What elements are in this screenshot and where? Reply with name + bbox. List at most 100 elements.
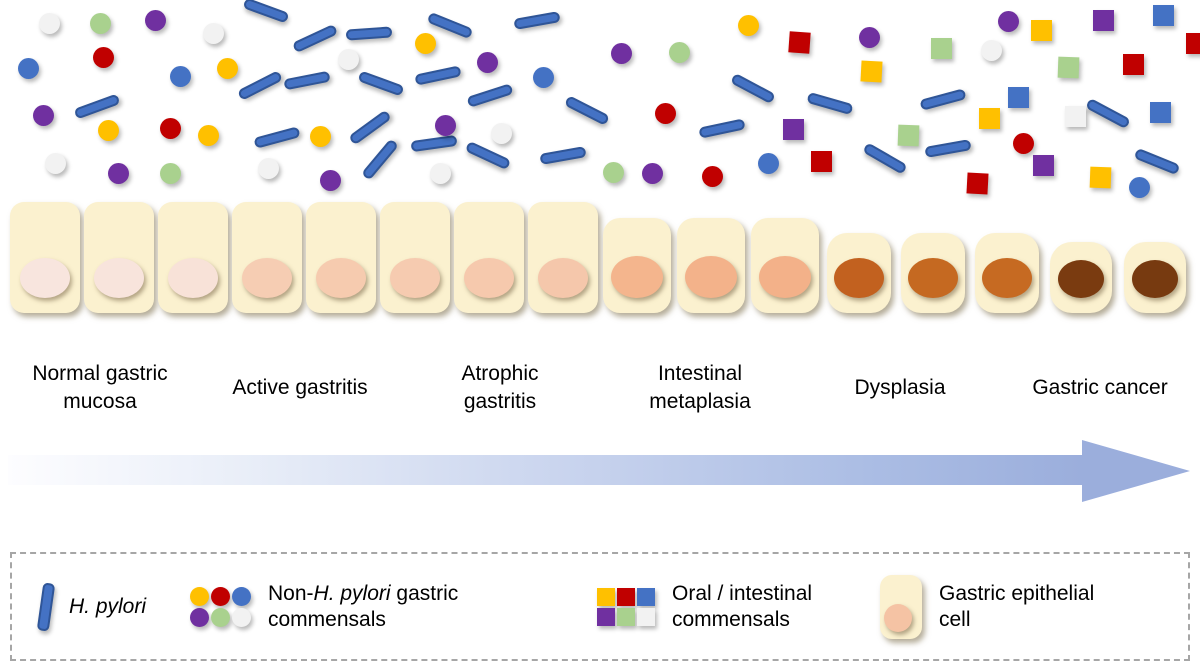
progression-arrow-head-icon bbox=[1082, 440, 1190, 502]
epithelial-cell bbox=[975, 233, 1039, 313]
h-pylori-rod-icon bbox=[466, 83, 514, 108]
cell-nucleus bbox=[759, 256, 811, 298]
stage-label-line: Dysplasia bbox=[854, 376, 946, 399]
legend-swatch-purple bbox=[597, 607, 615, 626]
gastric-commensal-circle-icon bbox=[1013, 133, 1034, 154]
gastric-commensal-circle-icon bbox=[160, 118, 181, 139]
oral-intestinal-commensal-square-icon bbox=[1065, 106, 1086, 127]
stage-label-line: gastritis bbox=[463, 390, 537, 413]
legend-item: Gastric epithelial cell bbox=[880, 574, 1124, 639]
h-pylori-rod-icon bbox=[539, 146, 587, 165]
oral-intestinal-commensal-square-icon bbox=[1031, 20, 1052, 41]
oral-intestinal-commensal-square-icon bbox=[783, 119, 804, 140]
stage-label: Gastric cancer bbox=[1000, 356, 1200, 420]
epithelial-cell bbox=[306, 202, 376, 313]
epithelial-cell-slot bbox=[526, 202, 600, 313]
gastric-commensal-circle-icon bbox=[758, 153, 779, 174]
h-pylori-rod-icon bbox=[237, 70, 283, 101]
epithelial-cell-slot bbox=[970, 202, 1044, 313]
gastric-commensal-circle-icon bbox=[145, 10, 166, 31]
epithelial-cell bbox=[10, 202, 80, 313]
stage-label-line: Active gastritis bbox=[232, 376, 368, 399]
epithelial-cell bbox=[1124, 242, 1186, 313]
legend-swatch-gold bbox=[597, 587, 615, 606]
h-pylori-rod-icon bbox=[730, 72, 776, 105]
progression-arrow bbox=[8, 440, 1190, 502]
legend-swatch-red bbox=[211, 586, 230, 606]
cell-nucleus bbox=[1058, 260, 1104, 298]
epithelial-cell-slot bbox=[452, 202, 526, 313]
cell-nucleus bbox=[908, 258, 958, 298]
legend-swatch-blue bbox=[637, 587, 655, 606]
epithelial-cell-slot bbox=[674, 202, 748, 313]
stage-label: Dysplasia bbox=[800, 356, 1000, 420]
stage-label-line: metaplasia bbox=[649, 390, 751, 413]
cell-nucleus bbox=[834, 258, 884, 298]
legend-label: Oral / intestinal commensals bbox=[672, 581, 842, 633]
legend-label: Non-H. pylori gastric commensals bbox=[268, 581, 496, 633]
legend-label-part: Oral / intestinal commensals bbox=[672, 581, 813, 631]
epithelial-cell-slot bbox=[82, 202, 156, 313]
gastric-commensal-circle-icon bbox=[258, 158, 279, 179]
legend-box: H. pylori Non-H. pylori gastric commensal… bbox=[10, 552, 1190, 661]
epithelial-cell-slot bbox=[822, 202, 896, 313]
gastric-epithelial-cell-icon bbox=[880, 574, 922, 639]
epithelial-cell-row bbox=[8, 202, 1192, 313]
cell-nucleus bbox=[168, 258, 218, 298]
oral-intestinal-commensal-square-icon bbox=[1093, 10, 1114, 31]
cell-nucleus bbox=[982, 258, 1032, 298]
legend-cell-nucleus bbox=[884, 603, 912, 632]
epithelial-cell-slot bbox=[8, 202, 82, 313]
oral-intestinal-commensal-square-icon bbox=[1033, 155, 1054, 176]
gastric-commensal-circle-icon bbox=[859, 27, 880, 48]
gastric-commensal-circle-icon bbox=[45, 153, 66, 174]
epithelial-cell bbox=[677, 218, 745, 313]
h-pylori-rod-icon bbox=[36, 581, 56, 632]
gastric-commensal-circle-icon bbox=[338, 49, 359, 70]
h-pylori-rod-icon bbox=[361, 138, 399, 181]
h-pylori-rod-icon bbox=[253, 126, 301, 149]
stage-label-line: Gastric cancer bbox=[1032, 376, 1168, 399]
oral-intestinal-commensal-square-icon bbox=[1123, 54, 1144, 75]
gastric-commensal-circle-icon bbox=[217, 58, 238, 79]
gastric-commensal-circle-icon bbox=[415, 33, 436, 54]
legend-label-part: H. pylori bbox=[69, 594, 147, 618]
epithelial-cell bbox=[158, 202, 228, 313]
h-pylori-rod-icon bbox=[564, 95, 610, 126]
gastric-commensal-circle-icon bbox=[320, 170, 341, 191]
gastric-commensal-circle-icon bbox=[198, 125, 219, 146]
epithelial-cell bbox=[84, 202, 154, 313]
cell-nucleus bbox=[685, 256, 737, 298]
gastric-commensal-circle-icon bbox=[491, 123, 512, 144]
cell-nucleus bbox=[611, 256, 663, 298]
h-pylori-rod-icon bbox=[414, 65, 462, 86]
cell-nucleus bbox=[316, 258, 366, 298]
microbiota-scatter-field bbox=[0, 0, 1200, 200]
h-pylori-rod-icon bbox=[426, 11, 474, 40]
stage-label-line: Intestinal bbox=[657, 362, 743, 385]
legend-label-part: gastric commensals bbox=[268, 581, 459, 631]
cell-nucleus bbox=[242, 258, 292, 298]
legend-label-part: Gastric epithelial cell bbox=[939, 581, 1095, 631]
gastric-commensal-circle-icon bbox=[18, 58, 39, 79]
gastric-commensal-circle-icon bbox=[738, 15, 759, 36]
cell-nucleus bbox=[464, 258, 514, 298]
legend-swatch-white bbox=[232, 607, 251, 627]
stage-label-line: mucosa bbox=[63, 390, 137, 413]
stage-label: Intestinal metaplasia bbox=[600, 356, 800, 420]
legend-swatch-green bbox=[211, 607, 230, 627]
h-pylori-rod-icon bbox=[513, 11, 561, 30]
oral-intestinal-commensal-square-icon bbox=[1150, 102, 1171, 123]
epithelial-cell bbox=[380, 202, 450, 313]
epithelial-cell bbox=[901, 233, 965, 313]
gastric-commensal-circle-icon bbox=[642, 163, 663, 184]
gastric-commensal-circles-icon bbox=[190, 586, 251, 627]
gastric-commensal-circle-icon bbox=[655, 103, 676, 124]
gastric-commensal-circle-icon bbox=[603, 162, 624, 183]
epithelial-cell bbox=[1050, 242, 1112, 313]
gastric-commensal-circle-icon bbox=[98, 120, 119, 141]
gastric-commensal-circle-icon bbox=[310, 126, 331, 147]
gastric-commensal-circle-icon bbox=[702, 166, 723, 187]
